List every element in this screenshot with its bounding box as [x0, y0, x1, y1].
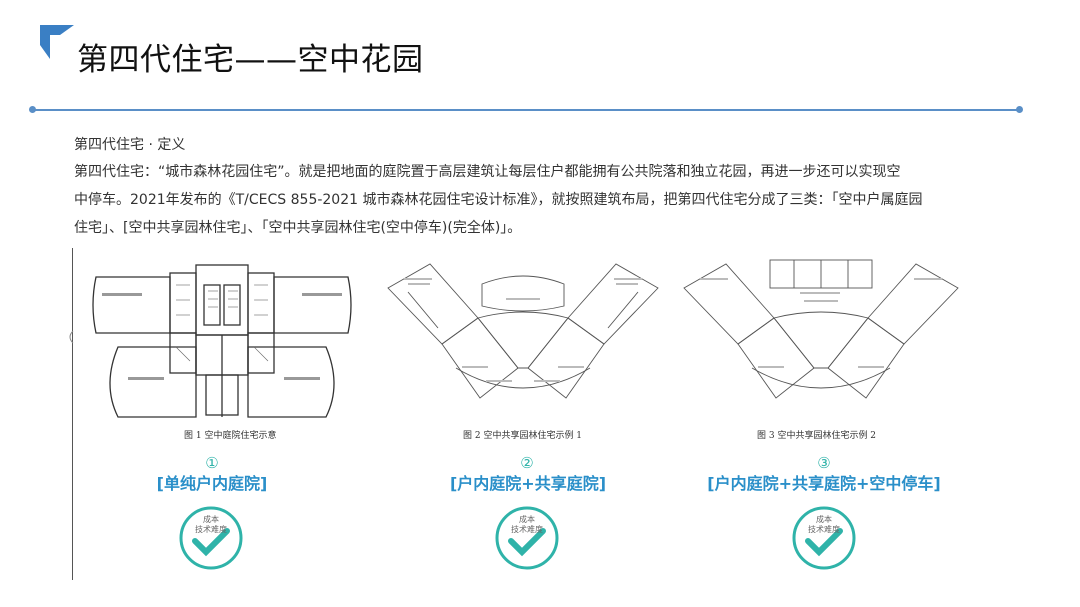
floorplan-figure-1: [88, 255, 356, 420]
figure-2-caption: 图 2 空中共享园林住宅示例 1: [463, 431, 583, 441]
badge-text-line2: 技术难度: [808, 525, 840, 534]
paragraph-line: 住宅」、[空中共享园林住宅」、「空中共享园林住宅(空中停车)(完全体)」。: [74, 220, 522, 236]
badge-text-line1: 成本: [203, 515, 219, 524]
page-title: 第四代住宅——空中花园: [77, 42, 424, 78]
floorplan-1-drawing: [92, 264, 352, 418]
figure-1-caption: 图 1 空中庭院住宅示意: [184, 431, 277, 441]
option-3-label: [户内庭院+共享庭院+空中停车]: [707, 474, 941, 493]
floorplan-figure-3: [676, 256, 966, 418]
paragraph-line: 第四代住宅：“城市森林花园住宅”。就是把地面的庭院置于高层建筑让每层住户都能拥有…: [74, 164, 901, 180]
option-1-badge: 成本 技术难度: [178, 505, 244, 571]
option-1-label: [单纯户内庭院]: [156, 474, 268, 493]
badge-text-line1: 成本: [519, 515, 535, 524]
option-2-badge: 成本 技术难度: [494, 505, 560, 571]
badge-text-line2: 技术难度: [195, 525, 227, 534]
figure-3-caption: 图 3 空中共享园林住宅示例 2: [757, 431, 877, 441]
option-3-badge: 成本 技术难度: [791, 505, 857, 571]
divider-dot-left: [29, 106, 36, 113]
figure-frame-line: [72, 248, 73, 580]
floorplan-figure-2: [378, 258, 668, 418]
frame-bracket-icon: [69, 330, 74, 344]
option-1-number: ①: [205, 454, 219, 472]
check-badge-icon: [495, 506, 559, 570]
check-badge-icon: [792, 506, 856, 570]
floorplan-3-drawing: [683, 259, 959, 399]
title-divider: [32, 109, 1020, 111]
paragraph-line: 中停车。2021年发布的《T/CECS 855-2021 城市森林花园住宅设计标…: [74, 192, 923, 208]
divider-dot-right: [1016, 106, 1023, 113]
option-2-number: ②: [520, 454, 534, 472]
option-3-number: ③: [817, 454, 831, 472]
check-badge-icon: [179, 506, 243, 570]
badge-text-line1: 成本: [816, 515, 832, 524]
badge-text-line2: 技术难度: [511, 525, 543, 534]
section-subhead: 第四代住宅 · 定义: [74, 137, 186, 153]
title-corner-icon: [40, 25, 74, 59]
option-2-label: [户内庭院+共享庭院]: [449, 474, 607, 493]
definition-paragraph: 第四代住宅：“城市森林花园住宅”。就是把地面的庭院置于高层建筑让每层住户都能拥有…: [74, 158, 1014, 242]
floorplan-2-drawing: [387, 263, 659, 399]
